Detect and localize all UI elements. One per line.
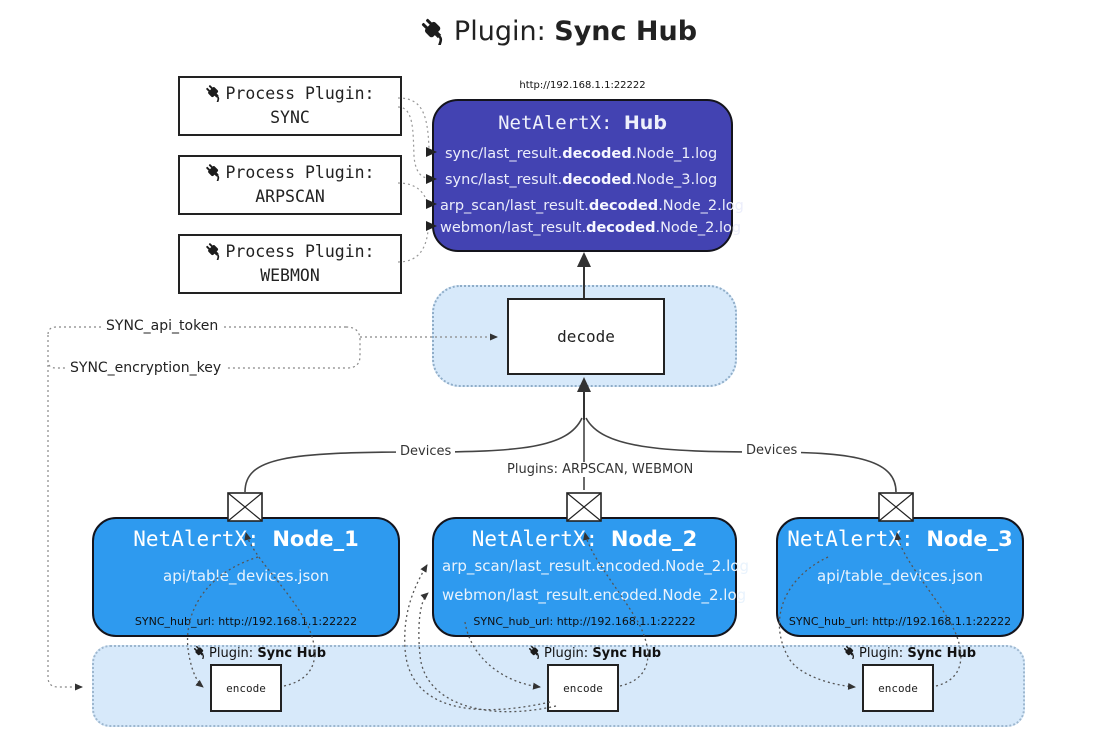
process-plugin-label-text: Process Plugin: bbox=[225, 242, 375, 262]
log-bold: decoded bbox=[588, 198, 659, 214]
hub-log-line: arp_scan/last_result.decoded.Node_2.log bbox=[440, 198, 744, 214]
node-2-line: arp_scan/last_result.encoded.Node_2.log bbox=[442, 557, 749, 575]
node-title-bold: Node_1 bbox=[272, 527, 359, 551]
node-2-line: webmon/last_result.encoded.Node_2.log bbox=[442, 586, 747, 604]
log-pre: arp_scan/last_result. bbox=[440, 198, 589, 214]
log-pre: webmon/last_result. bbox=[440, 220, 587, 236]
node-2-box: NetAlertX: Node_2 arp_scan/last_result.e… bbox=[432, 517, 749, 637]
log-post: .Node_3.log bbox=[631, 172, 718, 188]
plug-icon bbox=[527, 644, 544, 661]
encode-box-2: encode bbox=[547, 664, 619, 712]
band-plugin-label-3: Plugin: Sync Hub bbox=[842, 644, 977, 661]
sync-encryption-key-label: SYNC_encryption_key bbox=[66, 360, 226, 376]
band-plugin-label-prefix: Plugin: bbox=[209, 646, 258, 661]
edge-label-plugins-center: Plugins: ARPSCAN, WEBMON bbox=[503, 462, 698, 477]
plug-icon bbox=[204, 161, 225, 183]
sync-api-token-label: SYNC_api_token bbox=[102, 318, 223, 334]
log-post: .Node_2.log bbox=[655, 220, 742, 236]
node-3-title: NetAlertX: Node_3 bbox=[778, 527, 1022, 551]
plug-icon bbox=[842, 644, 859, 661]
node-1-line: api/table_devices.json bbox=[163, 567, 329, 585]
decode-box: decode bbox=[507, 298, 665, 375]
node-3-footer: SYNC_hub_url: http://192.168.1.1:22222 bbox=[788, 615, 1012, 628]
edge-devices-right-line bbox=[585, 417, 897, 493]
hub-arrowhead bbox=[577, 252, 591, 267]
hub-title: NetAlertX: Hub bbox=[434, 112, 731, 134]
hub-title-prefix: NetAlertX: bbox=[498, 112, 624, 134]
hub-url-label: http://192.168.1.1:22222 bbox=[519, 80, 646, 91]
band-plugin-label-bold: Sync Hub bbox=[257, 646, 327, 661]
page-title-prefix: Plugin: bbox=[453, 16, 555, 47]
node-title-prefix: NetAlertX: bbox=[787, 527, 927, 551]
node-2-footer: SYNC_hub_url: http://192.168.1.1:22222 bbox=[473, 615, 696, 628]
arpscan-to-hub-line bbox=[397, 182, 428, 203]
process-plugin-label-text: Process Plugin: bbox=[225, 84, 375, 104]
hub-log-line: webmon/last_result.decoded.Node_2.log bbox=[440, 220, 741, 236]
hub-log-line: sync/last_result.decoded.Node_1.log bbox=[445, 146, 717, 162]
edge-label-devices-right: Devices bbox=[742, 443, 802, 458]
band-plugin-label-1: Plugin: Sync Hub bbox=[192, 644, 327, 661]
sync-to-hub-line2 bbox=[397, 106, 428, 179]
log-post: .Node_2.log bbox=[658, 198, 744, 214]
process-plugin-arpscan-box: Process Plugin: ARPSCAN bbox=[178, 155, 402, 215]
page-title: Plugin: Sync Hub bbox=[0, 15, 1117, 48]
edge-label-devices-left: Devices bbox=[396, 444, 456, 459]
log-bold: decoded bbox=[562, 172, 632, 188]
node-1-title: NetAlertX: Node_1 bbox=[94, 527, 398, 551]
band-plugin-label-2: Plugin: Sync Hub bbox=[527, 644, 662, 661]
log-pre: sync/last_result. bbox=[445, 172, 563, 188]
node-1-footer: SYNC_hub_url: http://192.168.1.1:22222 bbox=[134, 615, 358, 628]
log-pre: sync/last_result. bbox=[445, 146, 563, 162]
process-plugin-sync-box: Process Plugin: SYNC bbox=[178, 76, 402, 136]
node-title-bold: Node_2 bbox=[610, 527, 698, 551]
encode-box-3: encode bbox=[862, 664, 934, 712]
node-3-line: api/table_devices.json bbox=[817, 567, 983, 585]
log-bold: decoded bbox=[586, 220, 656, 236]
log-post: .Node_1.log bbox=[631, 146, 718, 162]
hub-box: NetAlertX: Hub sync/last_result.decoded.… bbox=[432, 99, 744, 252]
process-plugin-arpscan-label: Process Plugin: bbox=[204, 161, 375, 185]
encode-box-1: encode bbox=[210, 664, 282, 712]
sync-to-hub-line1 bbox=[397, 97, 430, 151]
band-plugin-label-prefix: Plugin: bbox=[859, 646, 908, 661]
plug-icon bbox=[192, 644, 209, 661]
band-plugin-label-bold: Sync Hub bbox=[592, 646, 662, 661]
process-plugin-label-text: Process Plugin: bbox=[225, 163, 375, 183]
node-3-box: NetAlertX: Node_3 api/table_devices.json… bbox=[776, 517, 1024, 637]
node-title-prefix: NetAlertX: bbox=[471, 527, 611, 551]
node-1-box: NetAlertX: Node_1 api/table_devices.json… bbox=[92, 517, 400, 637]
node-title-prefix: NetAlertX: bbox=[133, 527, 273, 551]
process-plugin-webmon-box: Process Plugin: WEBMON bbox=[178, 234, 402, 294]
process-plugin-webmon-name: WEBMON bbox=[260, 266, 320, 285]
key-to-band-line bbox=[47, 335, 83, 691]
process-plugin-sync-name: SYNC bbox=[270, 108, 310, 127]
plug-icon bbox=[204, 240, 225, 262]
process-plugin-arpscan-name: ARPSCAN bbox=[255, 187, 325, 206]
plug-icon bbox=[418, 15, 451, 48]
webmon-to-hub-line bbox=[397, 230, 429, 263]
page-title-bold: Sync Hub bbox=[554, 16, 698, 47]
hub-log-line: sync/last_result.decoded.Node_3.log bbox=[445, 172, 717, 188]
log-bold: decoded bbox=[562, 146, 632, 162]
hub-title-bold: Hub bbox=[623, 112, 667, 134]
plug-icon bbox=[204, 82, 225, 104]
band-plugin-label-prefix: Plugin: bbox=[544, 646, 593, 661]
node-title-bold: Node_3 bbox=[926, 527, 1013, 551]
node-2-title: NetAlertX: Node_2 bbox=[434, 527, 735, 551]
process-plugin-webmon-label: Process Plugin: bbox=[204, 240, 375, 264]
process-plugin-sync-label: Process Plugin: bbox=[204, 82, 375, 106]
band-plugin-label-bold: Sync Hub bbox=[907, 646, 977, 661]
